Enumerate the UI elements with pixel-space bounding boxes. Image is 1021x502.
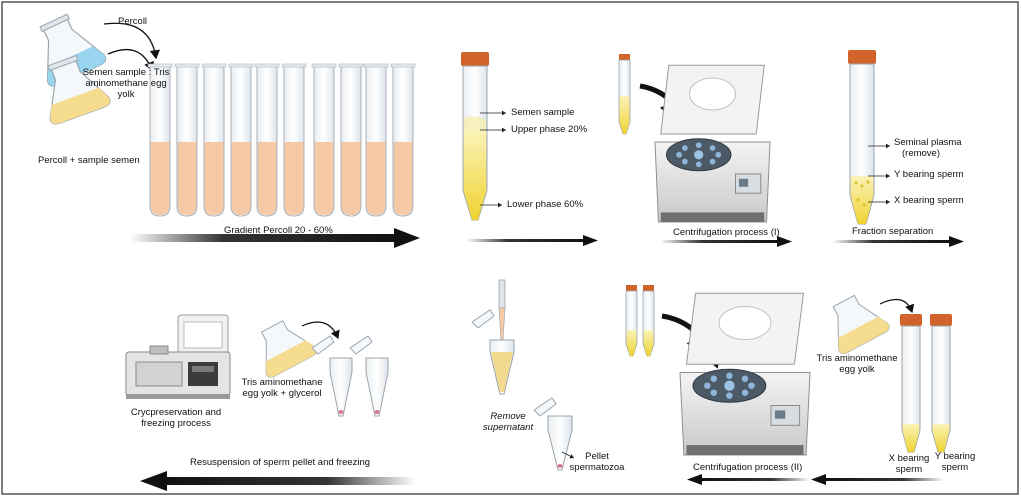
semen-sample-phase-label: Semen sample [511, 107, 575, 118]
y-bearing-tube-line-2: sperm [941, 461, 969, 473]
pellet-tube-icon [533, 397, 573, 471]
percoll-tube [338, 63, 364, 217]
seminal-plasma-line-2: (remove) [902, 147, 941, 159]
pour-arrow-1 [103, 22, 160, 60]
tris-glycerol-line-1: Tris aminomethane [241, 377, 323, 388]
remove-supernatant-line-2: supernatant [482, 421, 534, 433]
cryopreservation-line-2: freezing process [141, 417, 211, 429]
small-tube-icon [618, 54, 631, 135]
tris-egg-yolk-line-1: Tris aminomethane [816, 353, 898, 364]
percoll-tube [311, 63, 337, 217]
pellet-line-2: spermatozoa [569, 461, 625, 473]
cryopreservation-machine-icon [125, 314, 231, 399]
supernatant-tube-icon [471, 309, 515, 395]
fraction-separation-label: Fraction separation [852, 226, 934, 237]
y-bearing-tube-icon [930, 314, 952, 453]
percoll-tube [363, 63, 389, 217]
step-arrow-4 [832, 236, 964, 247]
step-arrow-5 [811, 474, 944, 485]
percoll-tube [147, 63, 173, 217]
pellet-label: Pellet spermatozoa [562, 451, 632, 474]
remove-supernatant-line-1: Remove [490, 411, 526, 422]
small-tubes-pair-icon [625, 285, 655, 357]
x-bearing-tube-line-1: X bearing [888, 453, 930, 464]
resuspension-tube-2-icon [349, 335, 389, 417]
x-bearing-tube-label: X bearing sperm [884, 453, 934, 476]
lower-phase-label: Lower phase 60% [507, 199, 584, 210]
x-bearing-tube-icon [900, 314, 922, 453]
percoll-label: Percoll [118, 16, 148, 27]
step-arrow-3 [660, 236, 792, 247]
resuspension-label: Resuspension of sperm pellet and freezin… [190, 457, 371, 468]
percoll-sample-label: Percoll + sample semen [38, 155, 140, 166]
y-bearing-tube-line-1: Y bearing [934, 451, 976, 462]
tris-glycerol-flask-icon [260, 320, 318, 378]
percoll-tube [201, 63, 227, 217]
semen-sample-line-2: aminomethane egg [85, 77, 167, 89]
tris-egg-yolk-line-2: egg yolk [839, 363, 875, 375]
gradient-arrow [130, 228, 420, 248]
centrifuge-2-icon [679, 292, 811, 456]
gradient-label: Gradient Percoll 20 - 60% [224, 225, 333, 236]
upper-phase-label: Upper phase 20% [511, 124, 588, 135]
pipette-icon [498, 279, 506, 341]
resuspension-arrow [140, 471, 415, 491]
semen-sample-line-1: Semen sample : Tris [82, 67, 170, 78]
y-bearing-tube-label: Y bearing sperm [930, 451, 980, 474]
step-arrow-2 [466, 235, 598, 246]
semen-sample-flask-icon [47, 54, 111, 125]
x-bearing-label: X bearing sperm [894, 195, 964, 206]
centrifugation-1-label: Centrifugation process (I) [673, 227, 780, 238]
semen-sample-line-3: yolk [117, 88, 135, 100]
percoll-tube-row [147, 63, 416, 217]
tris-glycerol-line-2: egg yolk + glycerol [242, 387, 322, 399]
y-bearing-label: Y bearing sperm [894, 169, 964, 180]
centrifugation-2-label: Centrifugation process (II) [693, 462, 803, 473]
step-arrow-6 [687, 474, 810, 485]
percoll-tube [390, 63, 416, 217]
fraction-tube-icon [848, 50, 876, 225]
percoll-tube [228, 63, 254, 217]
tris-egg-yolk-flask-icon [832, 294, 890, 355]
seminal-plasma-label: Seminal plasma (remove) [894, 137, 962, 160]
remove-supernatant-label: Remove supernatant [474, 411, 542, 434]
pellet-line-1: Pellet [585, 451, 609, 462]
x-bearing-tube-line-2: sperm [895, 463, 923, 475]
cryopreservation-label: Crycpreservation and freezing process [124, 407, 228, 430]
tris-egg-yolk-label: Tris aminomethane egg yolk [812, 353, 902, 376]
centrifuge-1-icon [654, 64, 771, 223]
gradient-tube-icon [461, 52, 489, 221]
cryopreservation-line-1: Crycpreservation and [130, 407, 222, 418]
percoll-tube [281, 63, 307, 217]
seminal-plasma-line-1: Seminal plasma [894, 137, 962, 148]
percoll-tube [174, 63, 200, 217]
semen-sample-label: Semen sample : Tris aminomethane egg yol… [82, 67, 170, 101]
tris-glycerol-label: Tris aminomethane egg yolk + glycerol [234, 377, 330, 400]
percoll-tube [254, 63, 280, 217]
resuspension-tube-1-icon [311, 335, 353, 417]
